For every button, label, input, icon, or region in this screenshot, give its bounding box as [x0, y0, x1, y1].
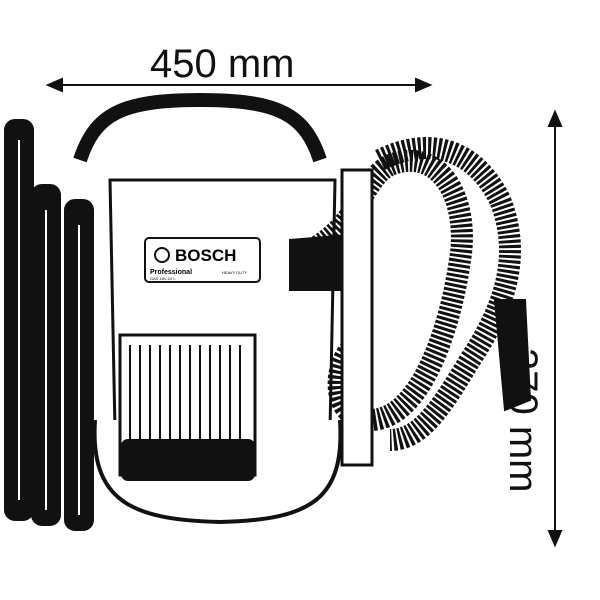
- carry-handle: [73, 92, 327, 163]
- hose-holder: [340, 168, 374, 467]
- brand-text: BOSCH: [175, 246, 236, 265]
- model-text: GAS 18V-10 L: [150, 276, 176, 281]
- width-label: 450 mm: [150, 42, 295, 86]
- badge-text: HEAVY DUTY: [222, 270, 248, 275]
- nozzle: [493, 299, 532, 412]
- label-plate: [144, 237, 261, 283]
- line-text: Professional: [150, 269, 192, 276]
- height-label: 370 mm: [501, 348, 545, 493]
- bosch-logo-icon: [154, 247, 170, 263]
